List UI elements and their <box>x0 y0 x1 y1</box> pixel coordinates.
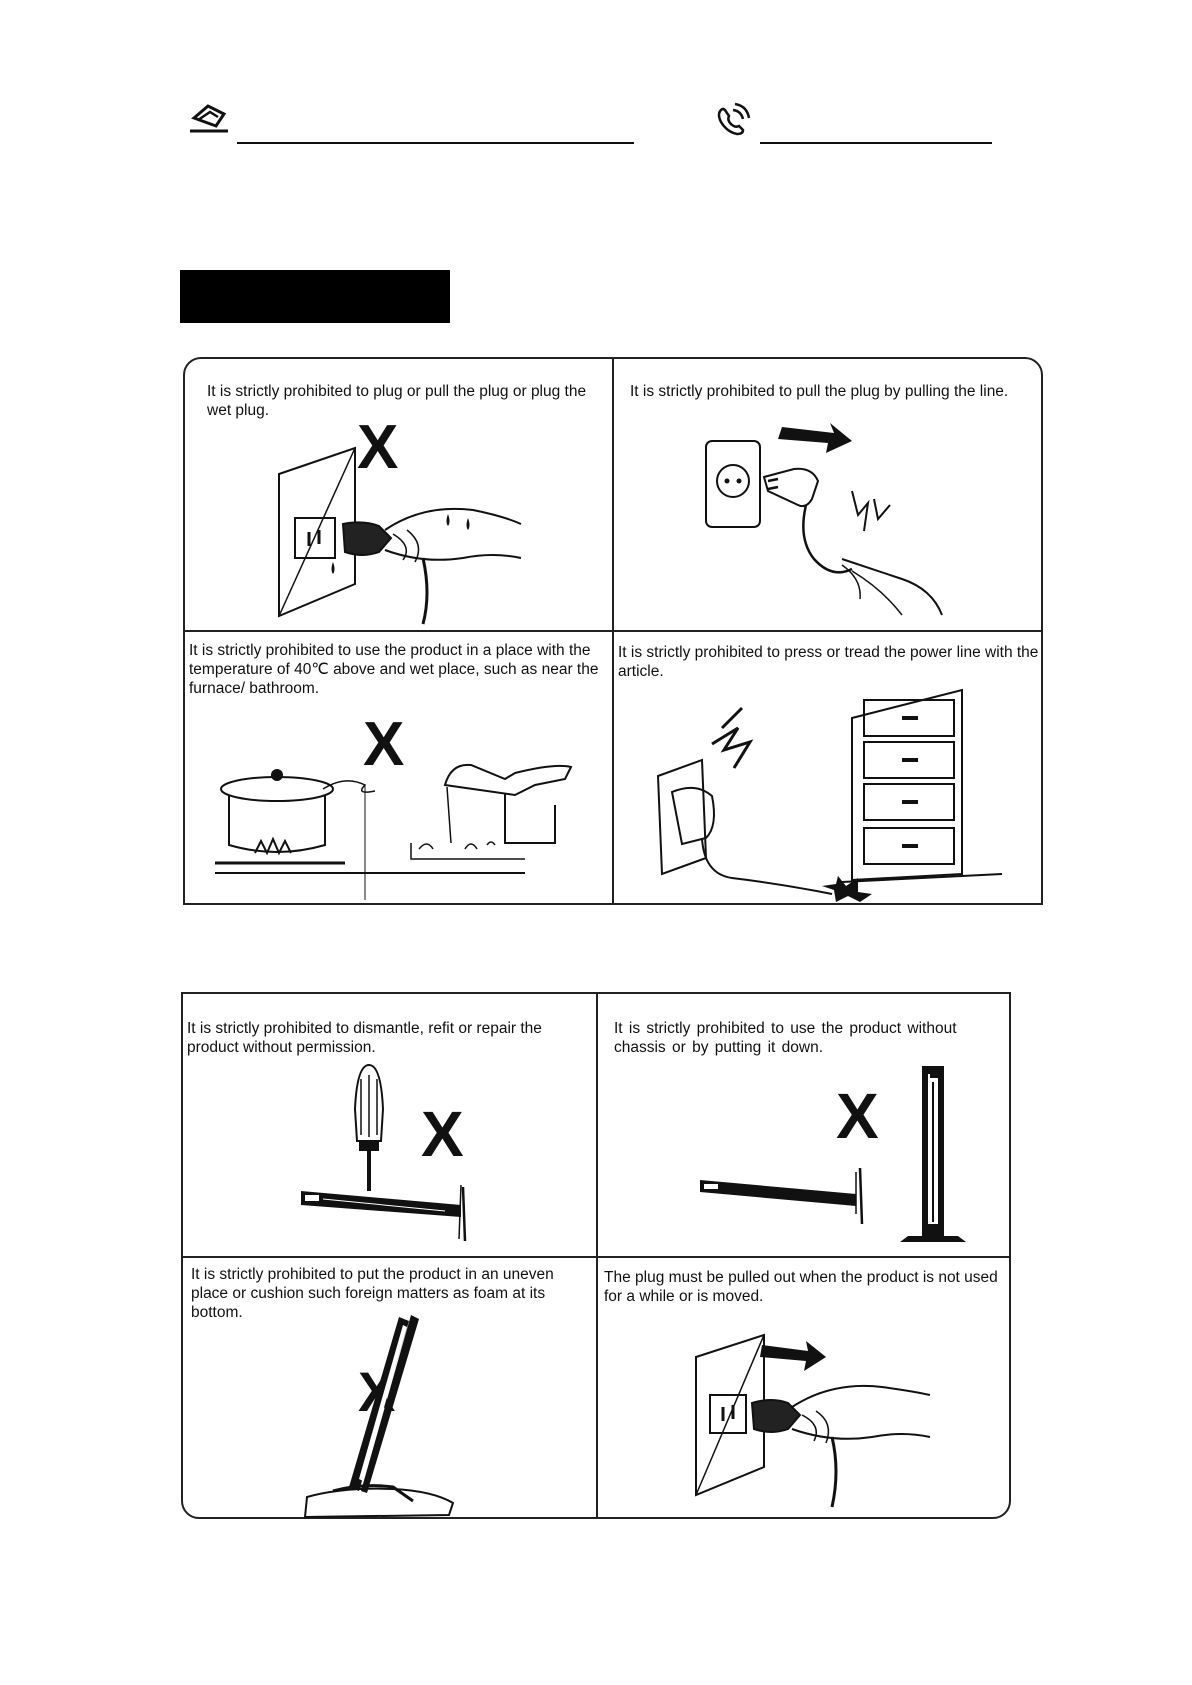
warning-text: It is strictly prohibited to put the pro… <box>191 1266 554 1321</box>
pull-cord-illustration <box>702 423 962 619</box>
address-field-line <box>237 142 634 144</box>
warning-cell-temperature: It is strictly prohibited to use the pro… <box>185 630 612 905</box>
warning-text: The plug must be pulled out when the pro… <box>604 1269 998 1305</box>
warning-cell-uneven-place: It is strictly prohibited to put the pro… <box>183 1256 596 1519</box>
warning-text: It is strictly prohibited to press or tr… <box>618 644 1039 680</box>
warning-text: It is strictly prohibited to use the pro… <box>189 642 599 697</box>
grid-divider <box>183 1256 1009 1258</box>
prohibited-x-mark: X <box>357 413 399 482</box>
warning-cell-no-chassis: It is strictly prohibited to use the pro… <box>596 994 1011 1256</box>
tilted-tower-foam-illustration <box>303 1315 483 1519</box>
cabinet-on-cord-illustration <box>652 688 1032 902</box>
screwdriver-tower-illustration <box>301 1059 475 1249</box>
cooking-pot-faucet-illustration <box>215 745 605 900</box>
phone-field-line <box>760 142 992 144</box>
section-heading-bar <box>180 270 450 323</box>
prohibited-x-mark: X <box>836 1080 879 1152</box>
warning-text: It is strictly prohibited to dismantle, … <box>187 1020 542 1056</box>
wet-hand-plug-illustration <box>273 434 523 624</box>
warning-cell-wet-plug: It is strictly prohibited to plug or pul… <box>185 359 612 630</box>
hand-unplug-illustration <box>692 1331 932 1511</box>
phone-call-icon <box>713 102 753 138</box>
safety-warnings-grid-1: It is strictly prohibited to plug or pul… <box>183 357 1043 905</box>
warning-text: It is strictly prohibited to pull the pl… <box>630 383 1009 400</box>
home-address-icon <box>188 100 230 134</box>
safety-warnings-grid-2: It is strictly prohibited to dismantle, … <box>181 992 1011 1519</box>
grid-divider <box>185 630 1041 632</box>
prohibited-x-mark: X <box>363 710 405 779</box>
grid-divider <box>596 994 598 1517</box>
warning-cell-dismantle: It is strictly prohibited to dismantle, … <box>183 994 596 1256</box>
warning-text: It is strictly prohibited to plug or pul… <box>207 383 587 419</box>
warning-text: It is strictly prohibited to use the pro… <box>614 1020 957 1056</box>
tower-fan-lying-illustration <box>700 1066 966 1242</box>
prohibited-x-mark: X <box>421 1098 464 1170</box>
warning-cell-pull-line: It is strictly prohibited to pull the pl… <box>612 359 1043 630</box>
warning-cell-press-cord: It is strictly prohibited to press or tr… <box>612 630 1043 905</box>
warning-cell-unplug: The plug must be pulled out when the pro… <box>596 1256 1011 1519</box>
